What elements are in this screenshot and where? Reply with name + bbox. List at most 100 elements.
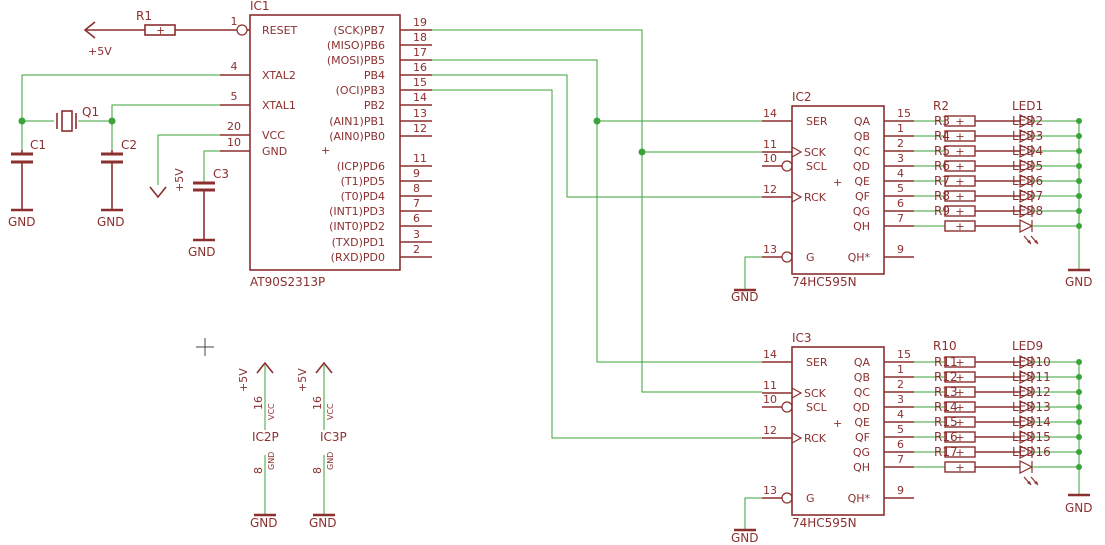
sr-pin-name: QF [855, 190, 870, 203]
resistor-polarity-mark: + [955, 145, 964, 158]
svg-text:VCC: VCC [267, 403, 276, 420]
ic1-pin-number: 4 [231, 60, 238, 73]
junction-dot [1076, 118, 1082, 124]
junction-dot [1076, 464, 1082, 470]
led-ref-label: LED5 [1012, 159, 1043, 173]
resistor-ref-label: R3 [934, 114, 950, 128]
led-diode-symbol [1019, 204, 1034, 218]
ic3p-power: +5V 16 VCC IC3P GND 8 GND [296, 361, 347, 530]
c3-capacitor: C3 GND [188, 167, 229, 259]
ic2-shift-register: IC2 74HC595N + 14SER11SCK10SCL12RCK13G15… [762, 90, 914, 289]
ic2-part: 74HC595N [792, 275, 857, 289]
resistor-polarity-mark: + [955, 356, 964, 369]
r1-label: R1 [136, 9, 152, 23]
ic1-pin-name: (OCI)PB3 [336, 84, 385, 97]
ic1-pin-number: 17 [413, 46, 427, 59]
sr-pin-number: 15 [897, 348, 911, 361]
svg-text:+: + [156, 24, 165, 37]
junction-dot [1076, 449, 1082, 455]
ic1-pin-name: (AIN1)PB1 [329, 115, 385, 128]
c2-capacitor: C2 GND [97, 138, 137, 229]
resistor-ref-label: R4 [934, 129, 950, 143]
resistor-ref-label: R8 [934, 189, 950, 203]
svg-text:GND: GND [731, 531, 759, 545]
ic1-pin-name: PB2 [364, 99, 385, 112]
led-diode-symbol [1019, 370, 1034, 384]
sr-pin-name: SER [806, 115, 828, 128]
ic1-pin-number: 11 [413, 152, 427, 165]
vcc-supply-symbol: +5V [149, 168, 186, 199]
resistor-polarity-mark: + [955, 416, 964, 429]
c1-label: C1 [30, 138, 46, 152]
sr-pin-name: G [806, 251, 815, 264]
c3-gnd: GND [188, 245, 216, 259]
ic1-pin-name: (SCK)PB7 [333, 24, 385, 37]
ic1-microcontroller: IC1 AT90S2313P + 1RESET4XTAL25XTAL120VCC… [220, 0, 432, 289]
resistor-polarity-mark: + [955, 431, 964, 444]
resistor-ref-label: R16 [934, 430, 958, 444]
junction-dot [1076, 133, 1082, 139]
sr-pin-name: QH [853, 220, 870, 233]
ic1-pin-number: 15 [413, 76, 427, 89]
sr-pin-number: 4 [897, 408, 904, 421]
sr-pin-name: QE [854, 175, 870, 188]
sr-pin-name: QB [854, 371, 870, 384]
led-ref-label: LED12 [1012, 385, 1051, 399]
ic1-pin-name: (RXD)PD0 [331, 251, 385, 264]
junction-dot [1076, 359, 1082, 365]
sr-pin-number: 2 [897, 137, 904, 150]
sr-pin-number: 12 [763, 183, 777, 196]
resistor-polarity-mark: + [955, 205, 964, 218]
sr-pin-name: QD [853, 160, 870, 173]
svg-text:+5V: +5V [237, 368, 250, 392]
resistor-polarity-mark: + [955, 386, 964, 399]
ic1-pin-name: RESET [262, 24, 298, 37]
resistor-polarity-mark: + [955, 461, 964, 474]
svg-text:GND: GND [267, 452, 276, 470]
ic1-pin-number: 1 [231, 15, 238, 28]
clock-input-marker [791, 146, 803, 158]
sr-pin-number: 15 [897, 107, 911, 120]
svg-text:GND: GND [250, 516, 278, 530]
ic1-pin-number: 10 [227, 136, 241, 149]
inverted-input-bubble [781, 401, 793, 413]
svg-text:GND: GND [1065, 275, 1093, 289]
junction-dot [1076, 148, 1082, 154]
vcc-plus5v-label: +5V [173, 168, 186, 192]
sr-pin-name: RCK [804, 191, 827, 204]
led-ref-label: LED6 [1012, 174, 1043, 188]
resistor-ref-label: R11 [934, 355, 958, 369]
led-ref-label: LED13 [1012, 400, 1051, 414]
ic1-pin-name: XTAL1 [262, 99, 296, 112]
sr-pin-name: QA [854, 356, 871, 369]
ic1-pin-number: 2 [413, 243, 420, 256]
sr-pin-number: 9 [897, 484, 904, 497]
led-ref-label: LED15 [1012, 430, 1051, 444]
resistor-polarity-mark: + [955, 160, 964, 173]
svg-text:GND: GND [731, 290, 759, 304]
led-ref-label: LED7 [1012, 189, 1043, 203]
ic1-pin-name: (INT1)PD3 [329, 205, 385, 218]
led-diode-symbol [1019, 355, 1034, 369]
led-channel: + [914, 219, 1082, 233]
sr-pin-name: QE [854, 416, 870, 429]
junction-dot [1076, 389, 1082, 395]
ic1-pin-number: 16 [413, 61, 427, 74]
nets [18, 29, 1080, 530]
c2-gnd: GND [97, 215, 125, 229]
svg-text:+: + [833, 176, 842, 189]
sr-pin-name: QD [853, 401, 870, 414]
ic1-pin-name: XTAL2 [262, 69, 296, 82]
ic1-part: AT90S2313P [250, 275, 325, 289]
sr-pin-name: RCK [804, 432, 827, 445]
led-diode-symbol [1019, 445, 1034, 459]
sr-pin-number: 7 [897, 212, 904, 225]
junction-dot [1076, 223, 1082, 229]
ic1-pin-name: (TXD)PD1 [332, 236, 385, 249]
